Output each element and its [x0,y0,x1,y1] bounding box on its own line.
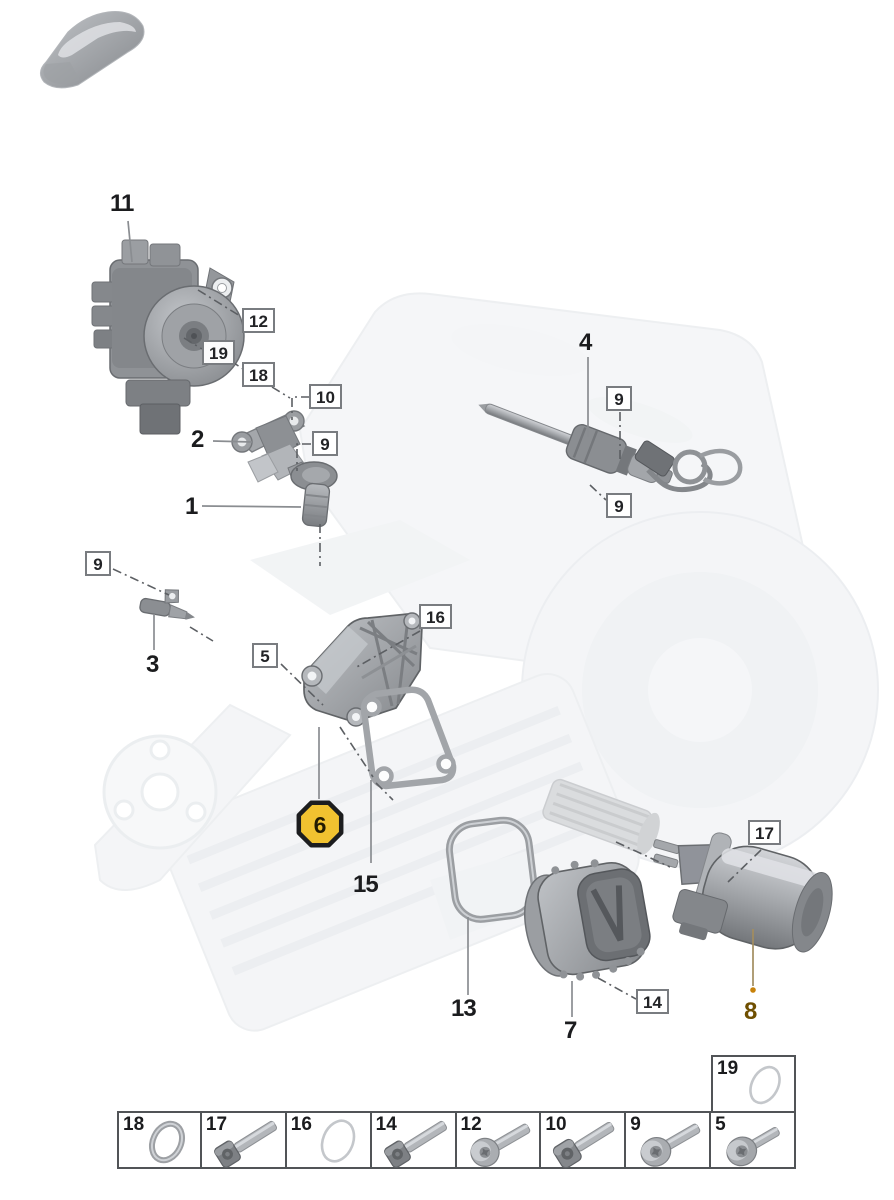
callout-part-7[interactable]: 7 [564,1017,577,1044]
legend-cell-18[interactable]: 18 [117,1111,202,1169]
legend-cell-16[interactable]: 16 [286,1111,372,1169]
callout-part-6-number[interactable]: 6 [313,812,327,838]
legend-cell-number: 5 [715,1114,726,1135]
callout-box-17[interactable]: 17 [748,820,781,845]
callout-box-12[interactable]: 12 [242,308,275,333]
callout-part-15[interactable]: 15 [353,871,379,898]
legend-cell-19[interactable]: 19 [711,1055,796,1113]
callout-part-2[interactable]: 2 [191,426,204,453]
callout-box-9-bracket[interactable]: 9 [312,431,338,456]
highlighted-callout-badge[interactable] [296,800,344,848]
legend-cell-number: 19 [717,1058,739,1079]
legend-cell-12[interactable]: 12 [456,1111,542,1169]
legend-cell-14[interactable]: 14 [371,1111,457,1169]
callout-box-19[interactable]: 19 [202,340,235,365]
car-silhouette-icon [40,11,145,89]
pan-head-screw-short-icon [726,1127,780,1167]
callout-part-4[interactable]: 4 [579,329,592,356]
part-2-illustration [231,410,307,483]
part-1-illustration [287,461,338,528]
legend-cell-number: 17 [205,1114,228,1135]
leader-lines-solid [127,220,754,1017]
callout-part-3[interactable]: 3 [146,651,159,678]
legend-cell-number: 9 [630,1114,641,1135]
leader-lines-dashdot [112,289,762,1000]
callout-box-16[interactable]: 16 [419,604,452,629]
pan-head-screw-icon [640,1123,701,1167]
transmission-background-illustration [93,292,879,1032]
legend-cell-number: 16 [290,1114,312,1135]
callout-box-9-shaft-bottom[interactable]: 9 [606,493,632,518]
o-ring-thin-icon [320,1119,355,1163]
fastener-legend: 18 17 16 14 [117,1111,796,1169]
callout-box-5[interactable]: 5 [252,643,278,668]
o-ring-thin-icon [749,1065,781,1105]
part-15-illustration [360,686,457,790]
callout-box-18[interactable]: 18 [242,362,275,387]
legend-cell-number: 10 [545,1114,567,1135]
socket-head-screw-icon [383,1120,447,1168]
legend-cell-number: 18 [123,1114,145,1135]
callout-part-11[interactable]: 11 [110,190,134,217]
part-4-illustration [478,403,743,493]
legend-cell-10[interactable]: 10 [541,1111,627,1169]
socket-head-screw-icon [213,1120,277,1168]
callout-part-8-highlighted[interactable]: 8 [744,998,757,1025]
part-7-illustration [524,859,651,981]
callout-part-1[interactable]: 1 [185,493,198,520]
legend-cell-9[interactable]: 9 [626,1111,712,1169]
part-8-illustration [653,832,833,953]
legend-cell-number: 14 [375,1114,397,1135]
o-ring-icon [148,1120,185,1164]
callout-box-9-sensor[interactable]: 9 [85,551,111,576]
legend-cell-5[interactable]: 5 [711,1111,796,1169]
legend-cell-17[interactable]: 17 [201,1111,287,1169]
pan-head-screw-icon [470,1123,531,1167]
legend-cell-number: 12 [460,1114,482,1135]
callout-box-14[interactable]: 14 [636,989,669,1014]
callout-box-10[interactable]: 10 [309,384,342,409]
part-8-leader-tip [750,987,756,993]
callout-box-9-shaft-top[interactable]: 9 [606,386,632,411]
socket-head-screw-icon [553,1121,615,1169]
part-11-illustration [91,239,245,435]
part-13-illustration [445,816,539,923]
callout-part-13[interactable]: 13 [451,995,477,1022]
part-3-illustration [139,589,195,620]
